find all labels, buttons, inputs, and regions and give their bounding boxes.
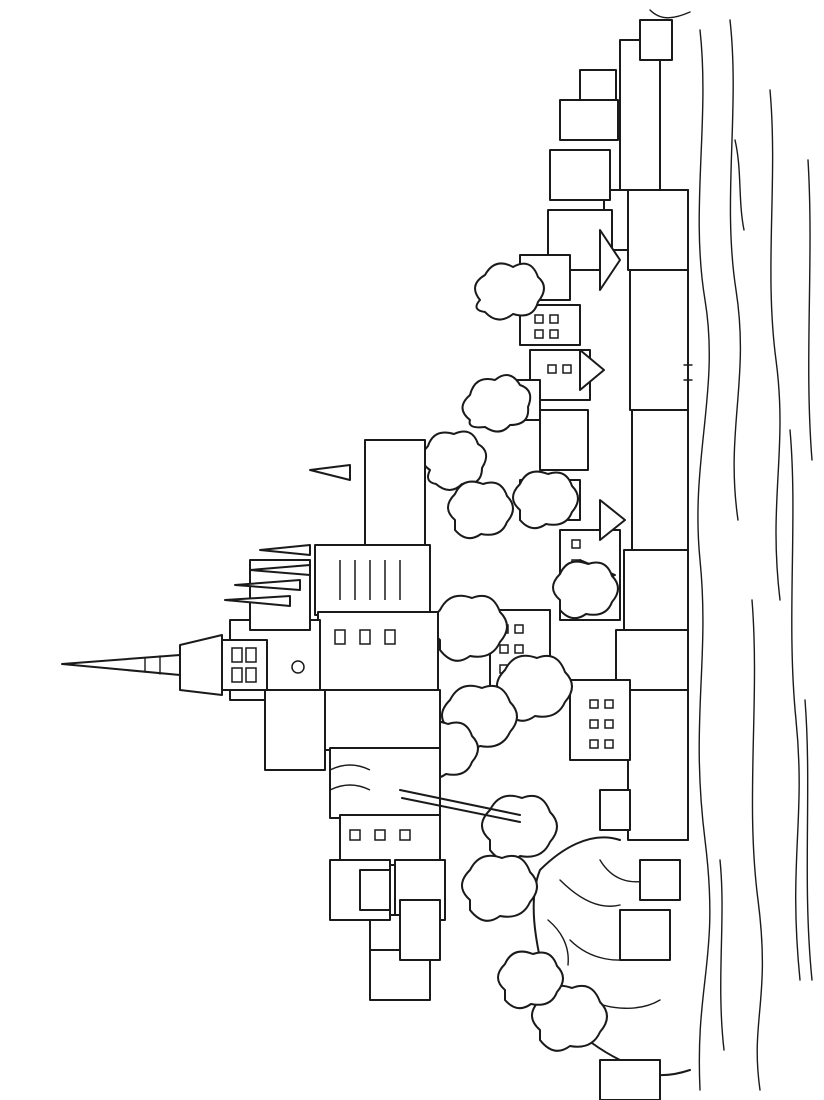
house-windows bbox=[499, 314, 614, 749]
main-spire bbox=[61, 654, 181, 676]
abbey-arched-windows bbox=[329, 560, 411, 841]
lower-left-buildings bbox=[329, 789, 681, 1100]
abbey-minor-spires bbox=[224, 464, 351, 607]
abbey bbox=[61, 439, 446, 956]
bell-tower bbox=[179, 634, 305, 696]
trees bbox=[412, 262, 619, 1052]
ramparts bbox=[603, 19, 693, 841]
water-waves bbox=[649, 9, 813, 1091]
stair-ramp bbox=[399, 789, 521, 823]
